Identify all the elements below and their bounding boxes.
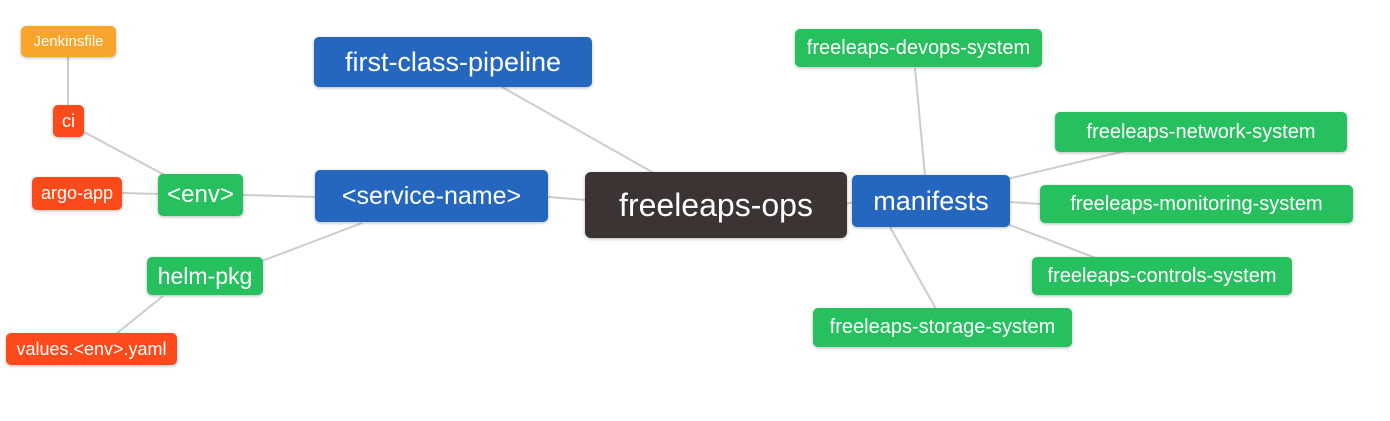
edge-manifests-monitoring [1008, 201, 1042, 205]
node-freeleaps-controls-system[interactable]: freeleaps-controls-system [1032, 257, 1292, 295]
node-jenkinsfile[interactable]: Jenkinsfile [21, 26, 116, 57]
edge-servicename-root [547, 196, 587, 201]
node-manifests[interactable]: manifests [852, 175, 1010, 227]
node-freeleaps-storage-system-label: freeleaps-storage-system [829, 316, 1056, 338]
node-values-env-yaml[interactable]: values.<env>.yaml [6, 333, 177, 365]
edge-helmpkg-servicename [261, 222, 363, 262]
node-ci-label: ci [62, 110, 75, 131]
edge-values-helmpkg [115, 295, 164, 335]
node-root-freeleaps-ops-label: freeleaps-ops [619, 186, 813, 223]
edge-env-servicename [242, 194, 317, 198]
node-freeleaps-devops-system[interactable]: freeleaps-devops-system [795, 29, 1042, 67]
edge-manifests-network [1006, 150, 1126, 180]
edge-fcp-root [501, 86, 660, 177]
node-service-name[interactable]: <service-name> [315, 170, 548, 222]
node-manifests-label: manifests [873, 185, 989, 216]
node-freeleaps-devops-system-label: freeleaps-devops-system [806, 36, 1031, 59]
node-freeleaps-network-system-label: freeleaps-network-system [1086, 120, 1316, 143]
node-freeleaps-controls-system-label: freeleaps-controls-system [1047, 264, 1277, 287]
node-env[interactable]: <env> [158, 174, 243, 216]
node-helm-pkg-label: helm-pkg [157, 262, 253, 289]
node-values-env-yaml-label: values.<env>.yaml [16, 338, 167, 359]
node-argo-app[interactable]: argo-app [32, 177, 122, 210]
edge-manifests-controls [1006, 223, 1102, 261]
node-jenkinsfile-label: Jenkinsfile [33, 33, 104, 50]
node-freeleaps-network-system[interactable]: freeleaps-network-system [1055, 112, 1347, 152]
edge-manifests-storage [889, 226, 937, 310]
node-freeleaps-monitoring-system[interactable]: freeleaps-monitoring-system [1040, 185, 1353, 223]
node-argo-app-label: argo-app [40, 183, 114, 203]
node-env-label: <env> [167, 181, 234, 208]
node-first-class-pipeline[interactable]: first-class-pipeline [314, 37, 592, 87]
edge-manifests-devops [914, 67, 926, 177]
node-ci[interactable]: ci [53, 105, 84, 137]
node-service-name-label: <service-name> [341, 181, 522, 210]
node-root-freeleaps-ops[interactable]: freeleaps-ops [585, 172, 847, 238]
node-first-class-pipeline-label: first-class-pipeline [344, 46, 562, 77]
node-freeleaps-storage-system[interactable]: freeleaps-storage-system [813, 308, 1072, 347]
edge-ci-env [83, 131, 173, 180]
node-freeleaps-monitoring-system-label: freeleaps-monitoring-system [1070, 192, 1323, 215]
edge-argoapp-env [121, 192, 161, 195]
node-helm-pkg[interactable]: helm-pkg [147, 257, 263, 295]
